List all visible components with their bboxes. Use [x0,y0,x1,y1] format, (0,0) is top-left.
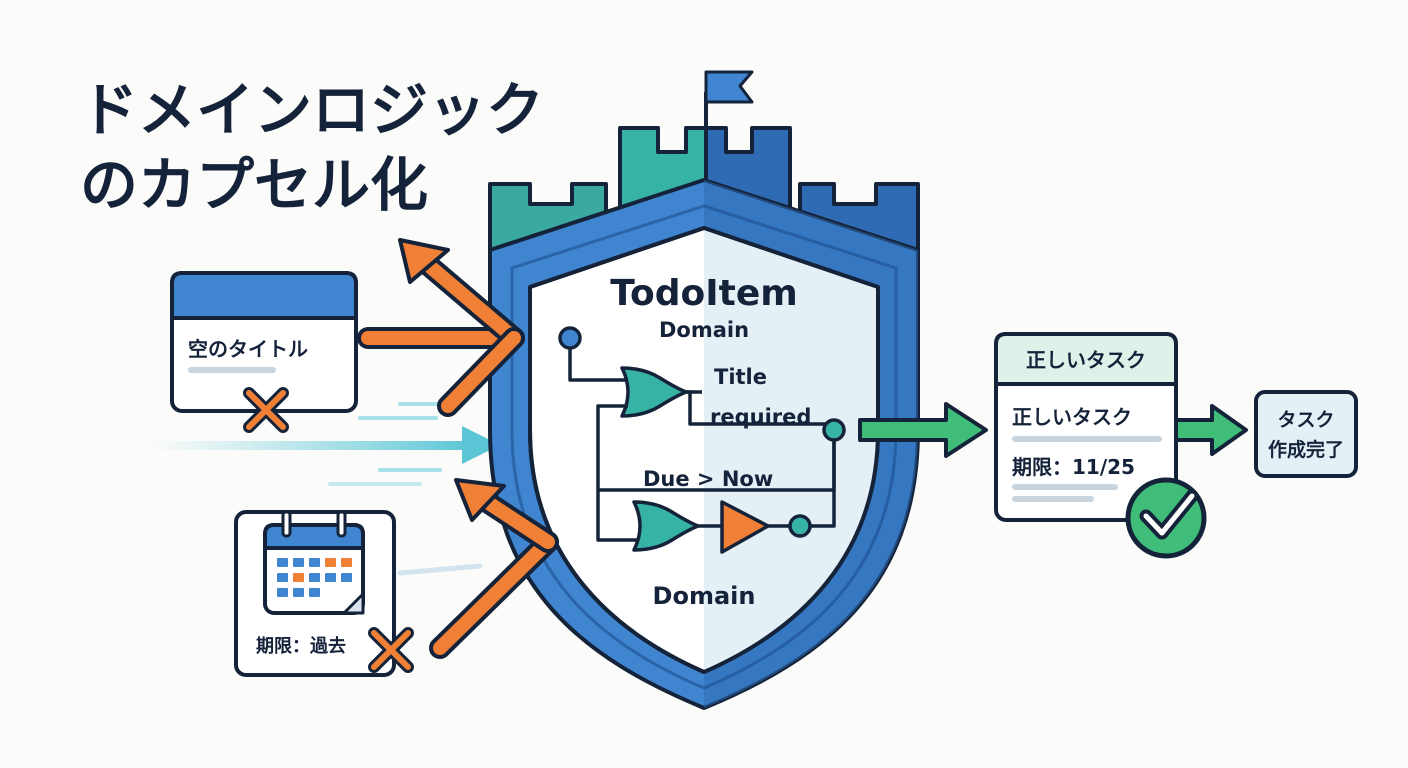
empty-title-label: 空のタイトル [188,337,308,361]
input-card-empty-title: 空のタイトル [170,271,358,433]
entity-subheading: Domain [659,318,749,342]
output-card-title: 正しいタスク [1012,405,1132,429]
validation-circuit [558,326,846,554]
output-card-valid-task: 正しいタスク 正しいタスク 期限：11/25 [994,332,1207,559]
input-card-past-date: 期限：過去 [234,510,414,677]
domain-shield: TodoItem Domain Title required Due > Now… [488,70,920,710]
page-title-line-1: ドメインロジック [80,76,544,144]
rejection-arrows [357,238,559,659]
speed-lines-icon [150,402,500,576]
accept-arrows [858,402,1248,458]
rule-due: Due > Now [643,467,773,491]
calendar-icon [263,510,365,615]
check-icon [1125,477,1207,559]
rule-title-line-1: Title [714,365,767,389]
result-line-2: 作成完了 [1268,438,1344,461]
page-title-line-2: のカプセル化 [80,151,428,219]
flag-icon [704,70,754,104]
result-line-1: タスク [1277,409,1334,431]
shield-footer: Domain [653,582,756,610]
reject-x-icon-fill [246,390,286,430]
past-date-label: 期限：過去 [256,635,346,657]
reject-x-icon-fill [371,630,411,670]
entity-name: TodoItem [610,273,798,314]
output-card-header: 正しいタスク [1026,348,1146,372]
output-card-due: 期限：11/25 [1012,455,1135,479]
result-box: タスク 作成完了 [1254,390,1358,478]
